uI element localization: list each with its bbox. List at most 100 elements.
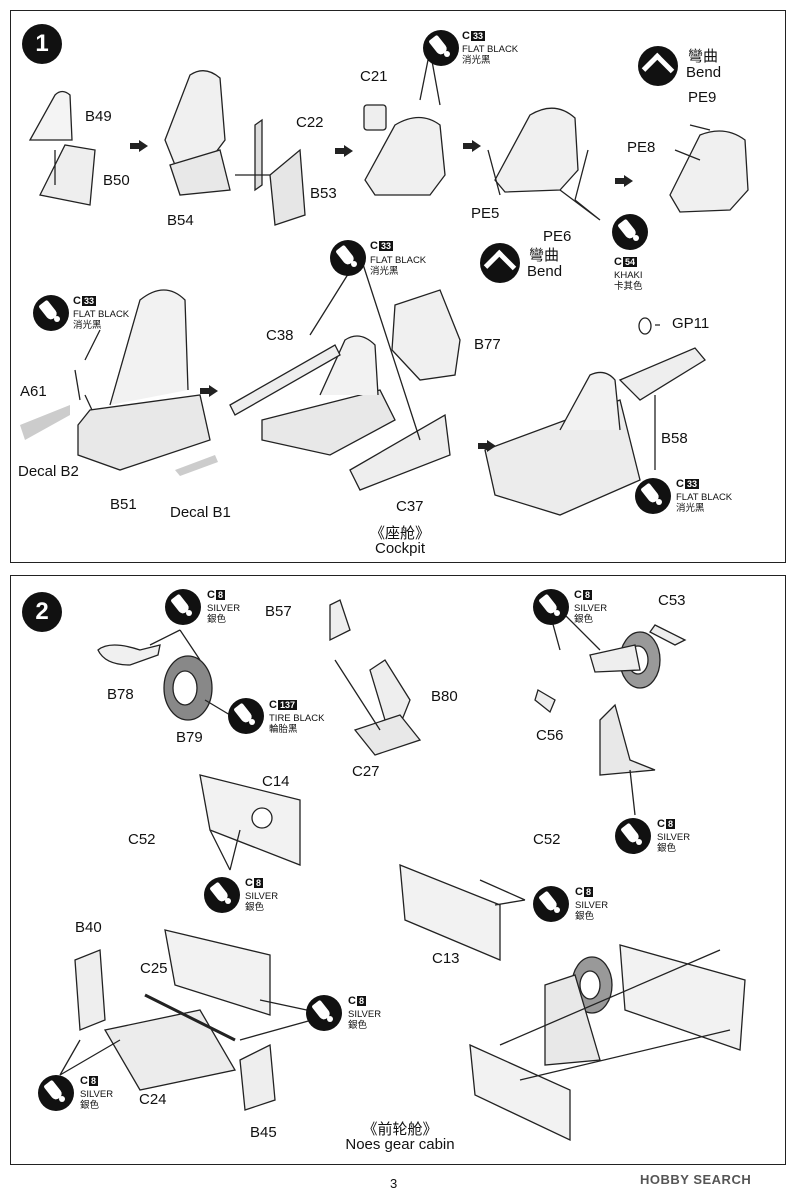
paint-name-en: SILVER: [575, 900, 609, 911]
paint-name-en: TIRE BLACK: [269, 713, 325, 724]
paint-name-en: FLAT BLACK: [462, 44, 519, 55]
paint-brush-icon: [615, 818, 651, 854]
step-caption-en: Noes gear cabin: [345, 1136, 455, 1153]
paint-name-en: SILVER: [657, 832, 691, 843]
part-label: B51: [110, 496, 137, 513]
step-arrow: [463, 140, 481, 152]
step-arrow: [478, 440, 496, 452]
bend-label-cn: 彎曲: [688, 48, 719, 65]
paint-name-cn: 銀色: [657, 843, 677, 854]
part-label: C27: [352, 763, 380, 780]
part-label: C52: [128, 831, 156, 848]
paint-brush-icon: [38, 1075, 74, 1111]
step-arrow: [615, 175, 633, 187]
paint-name-cn: 消光黑: [462, 55, 491, 66]
part-label: C53: [658, 592, 686, 609]
part-label: C37: [396, 498, 424, 515]
paint-name-cn: 銀色: [207, 614, 227, 625]
bend-label-en: Bend: [527, 263, 563, 280]
paint-brush-icon: [635, 478, 671, 514]
paint-brush-icon: [330, 240, 366, 276]
part-label: B79: [176, 729, 203, 746]
paint-name-cn: 消光黑: [370, 266, 399, 277]
paint-name-cn: 消光黑: [676, 503, 705, 514]
paint-name-cn: 輪胎黑: [269, 724, 298, 735]
bend-icon: [480, 243, 520, 283]
paint-brush-icon: [204, 877, 240, 913]
part-label: C14: [262, 773, 290, 790]
part-label: B77: [474, 336, 501, 353]
paint-name-en: FLAT BLACK: [676, 492, 733, 503]
paint-name-cn: 卡其色: [614, 281, 643, 292]
bend-label-en: Bend: [686, 64, 722, 81]
part-label: A61: [20, 383, 47, 400]
paint-name-en: SILVER: [348, 1009, 382, 1020]
step-arrow: [335, 145, 353, 157]
paint-name-en: SILVER: [207, 603, 241, 614]
part-label: C24: [139, 1091, 167, 1108]
part-label: B57: [265, 603, 292, 620]
part-label: GP11: [672, 315, 710, 332]
part-label: PE5: [471, 205, 500, 222]
part-label: Decal B1: [170, 504, 231, 521]
step-caption-en: Cockpit: [374, 540, 426, 557]
paint-name-cn: 銀色: [80, 1100, 100, 1111]
page-number: 3: [390, 1176, 398, 1191]
part-label: C56: [536, 727, 564, 744]
step-number: 2: [22, 592, 62, 632]
part-label: B80: [431, 688, 458, 705]
step-arrow: [130, 140, 148, 152]
part-label: C52: [533, 831, 561, 848]
part-label: Decal B2: [18, 463, 79, 480]
paint-name-en: FLAT BLACK: [370, 255, 427, 266]
part-label: B49: [85, 108, 112, 125]
part-label: B78: [107, 686, 134, 703]
paint-brush-icon: [228, 698, 264, 734]
paint-brush-icon: [423, 30, 459, 66]
watermark: HOBBY SEARCH: [640, 1172, 752, 1187]
part-label: B54: [167, 212, 194, 229]
paint-name-en: FLAT BLACK: [73, 309, 130, 320]
part-label: B58: [661, 430, 688, 447]
part-label: C21: [360, 68, 388, 85]
paint-brush-icon: [33, 295, 69, 331]
part-label: B50: [103, 172, 130, 189]
step-number: 1: [22, 24, 62, 64]
paint-brush-icon: [533, 589, 569, 625]
bend-icon: [638, 46, 678, 86]
paint-name-cn: 銀色: [245, 902, 265, 913]
paint-brush-icon: [165, 589, 201, 625]
part-label: C22: [296, 114, 324, 131]
part-label: B45: [250, 1124, 277, 1141]
part-label: PE9: [688, 89, 717, 106]
part-label: PE8: [627, 139, 656, 156]
paint-brush-icon: [612, 214, 648, 250]
paint-name-en: KHAKI: [614, 270, 643, 281]
step-caption-cn: 《座舱》: [369, 525, 430, 542]
bend-label-cn: 彎曲: [529, 247, 560, 264]
paint-name-en: SILVER: [245, 891, 279, 902]
paint-name-cn: 銀色: [575, 911, 595, 922]
paint-name-cn: 銀色: [574, 614, 594, 625]
part-label: PE6: [543, 228, 572, 245]
part-label: C38: [266, 327, 294, 344]
step-caption-cn: 《前轮舱》: [362, 1121, 438, 1138]
part-label: B40: [75, 919, 102, 936]
paint-brush-icon: [306, 995, 342, 1031]
part-label: C25: [140, 960, 168, 977]
paint-name-en: SILVER: [574, 603, 608, 614]
part-label: B53: [310, 185, 337, 202]
